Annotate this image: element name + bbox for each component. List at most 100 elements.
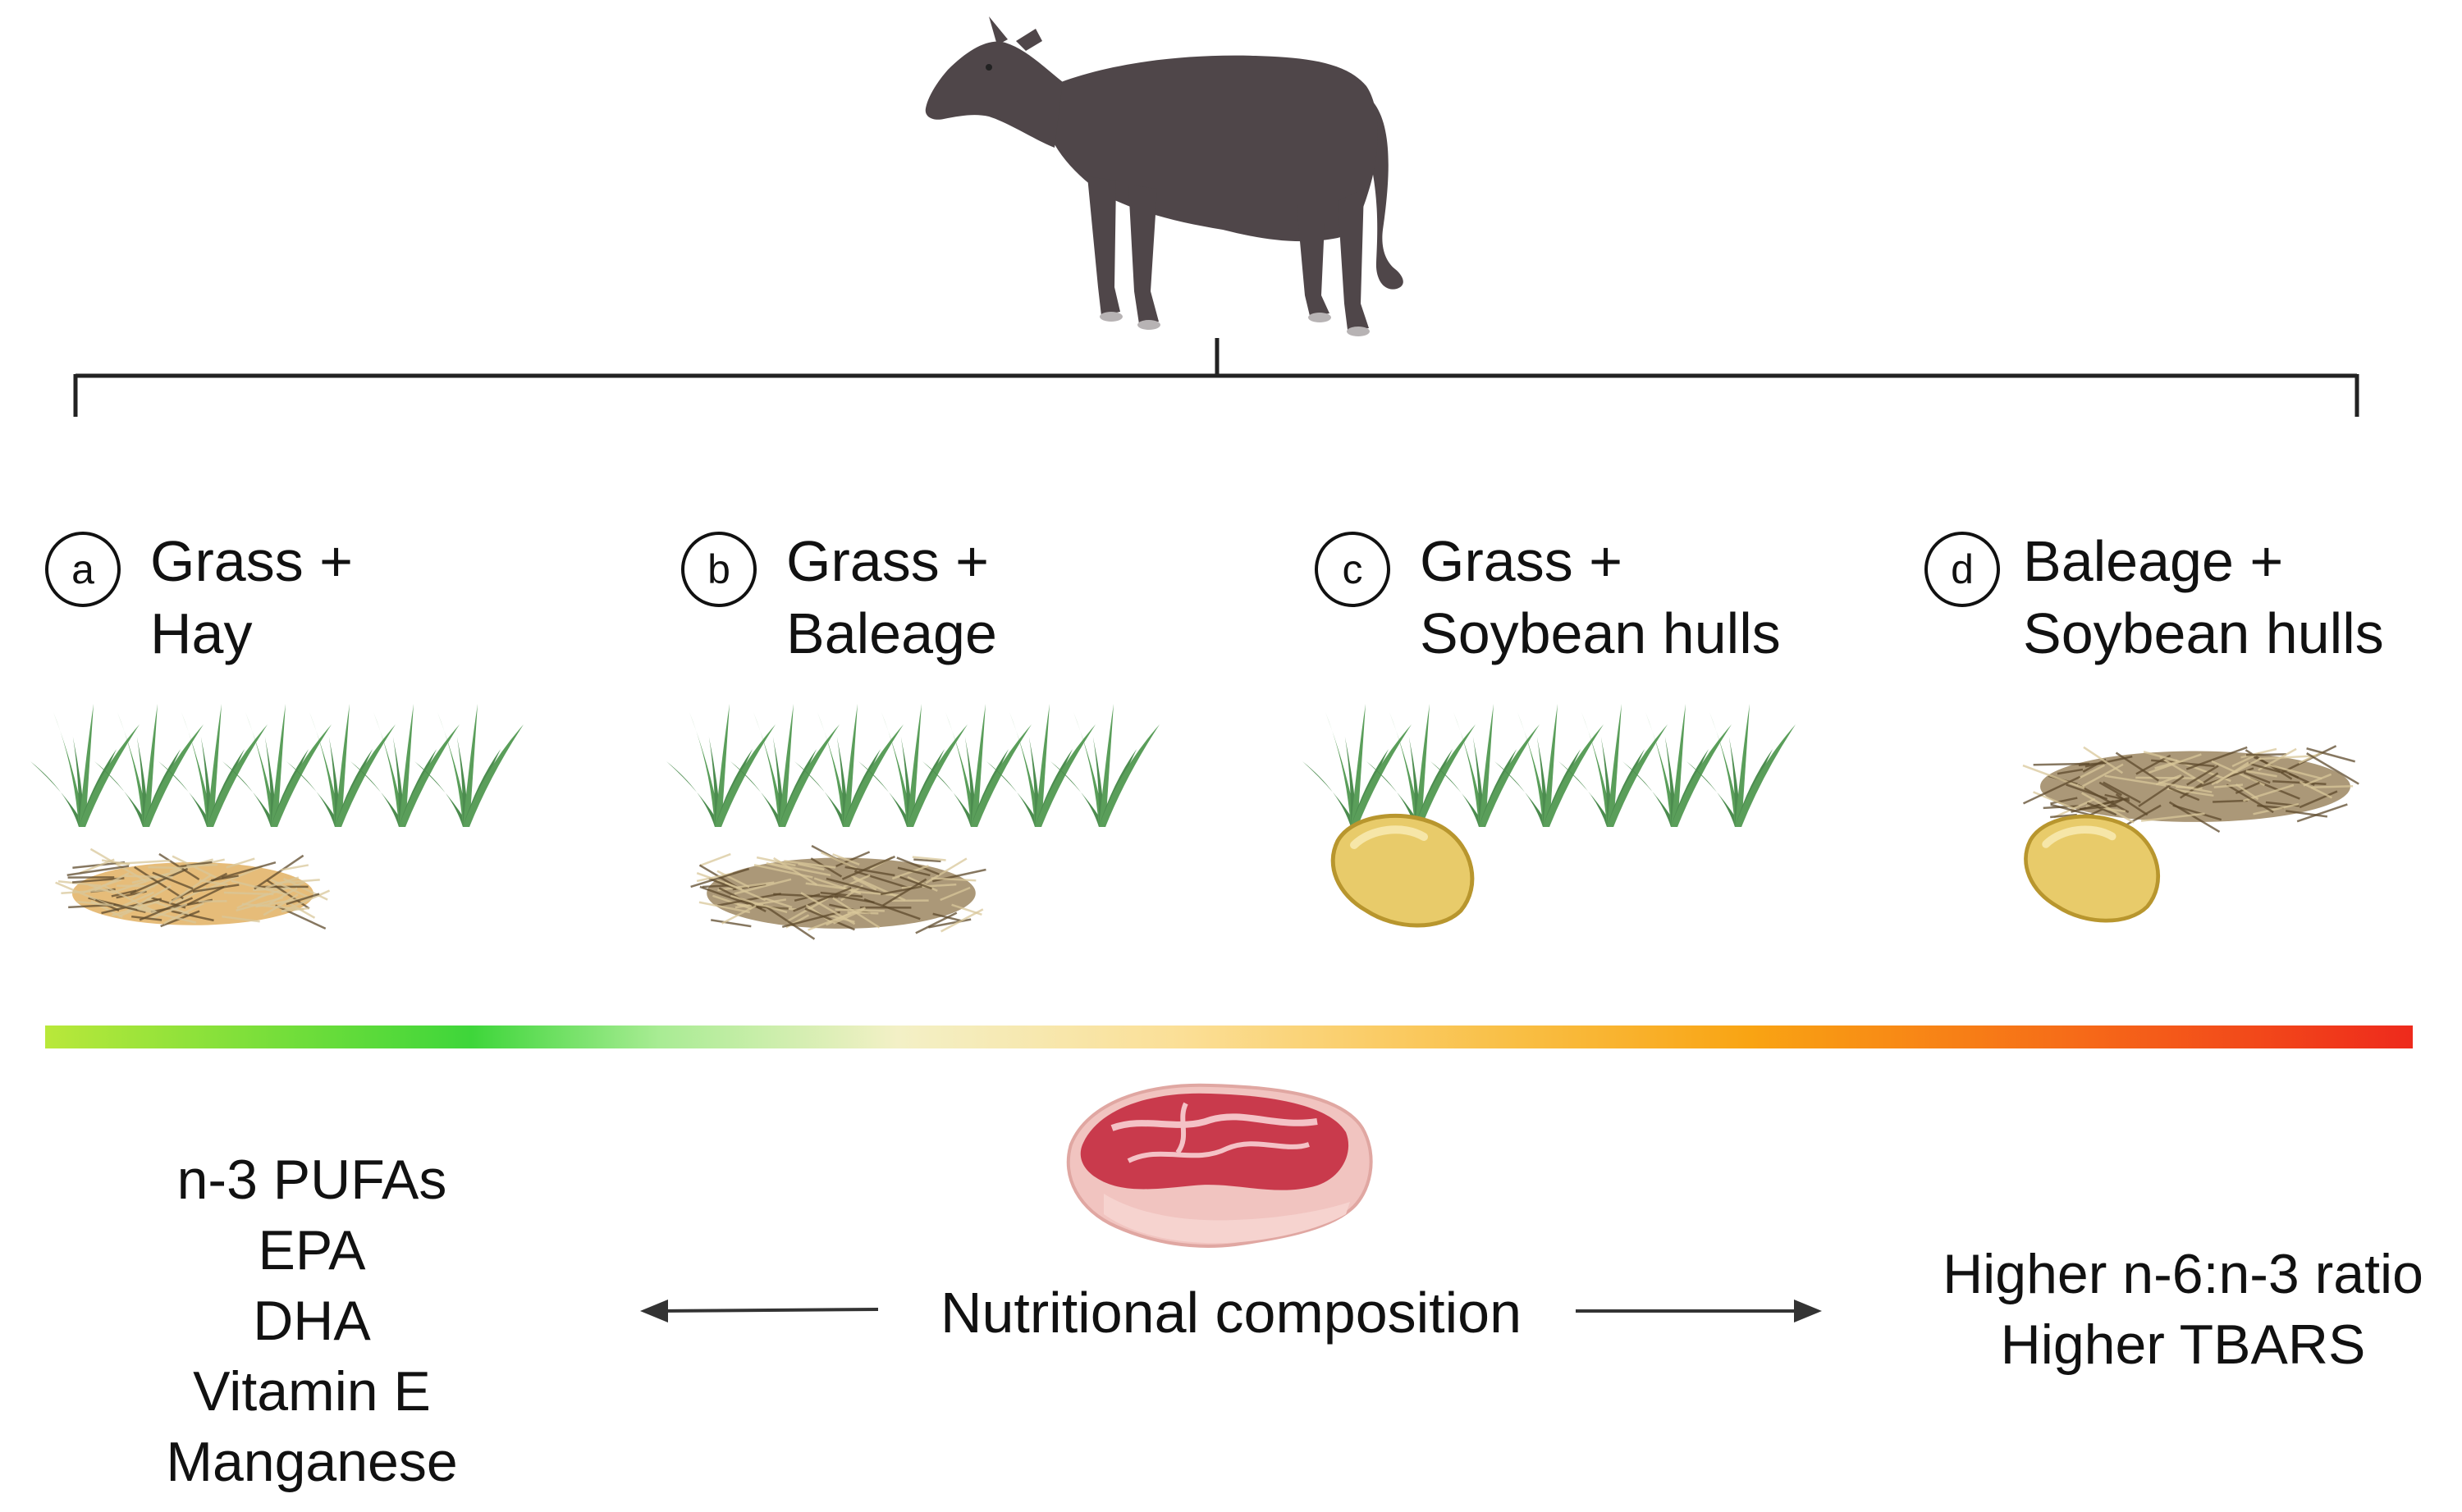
straw-strand xyxy=(800,892,856,925)
straw-strand xyxy=(770,862,831,877)
straw-strand xyxy=(2186,765,2219,786)
grass-blade xyxy=(1351,724,1412,827)
straw-strand xyxy=(223,891,274,896)
straw-strand xyxy=(896,856,940,875)
grass-blade xyxy=(271,704,286,827)
soybean-icon xyxy=(2024,814,2160,923)
grass-blade xyxy=(907,724,968,827)
straw-strand xyxy=(784,860,836,869)
grass-blade xyxy=(463,724,524,827)
diet-letter: d xyxy=(1951,546,1974,592)
straw-strand xyxy=(168,874,212,905)
straw-strand xyxy=(275,904,327,930)
grass-blade xyxy=(715,724,776,827)
straw-strand xyxy=(912,856,946,861)
grass-blade xyxy=(245,712,277,827)
diet-label-line1: Grass + xyxy=(150,529,354,593)
straw-strand xyxy=(139,897,194,921)
straw-strand xyxy=(915,911,958,934)
straw-strand xyxy=(2298,751,2323,765)
baleage-icon xyxy=(690,844,986,940)
grass-blade xyxy=(1389,712,1421,827)
baleage-icon xyxy=(2022,745,2359,833)
grass-blade xyxy=(1415,704,1430,827)
straw-strand xyxy=(2066,783,2108,801)
straw-strand xyxy=(699,852,731,867)
diet-letter-badge: a xyxy=(45,532,121,607)
straw-strand xyxy=(2268,764,2322,780)
straw-strand xyxy=(2248,762,2281,774)
outcome-item: Higher TBARS xyxy=(2000,1313,2366,1376)
straw-strand xyxy=(2104,774,2167,787)
straw-strand xyxy=(94,872,130,892)
straw-strand xyxy=(698,901,751,914)
diet-bracket xyxy=(73,338,2359,417)
straw-strand xyxy=(932,912,962,922)
grass-blade xyxy=(779,704,794,827)
grass-blade xyxy=(373,712,405,827)
grass-blade xyxy=(207,704,222,827)
straw-strand xyxy=(281,864,309,871)
straw-strand xyxy=(126,884,172,912)
diet-label-line2: Soybean hulls xyxy=(1420,601,1781,665)
straw-strand xyxy=(2135,754,2171,775)
straw-strand xyxy=(130,867,189,895)
straw-strand xyxy=(2213,799,2248,803)
straw-strand xyxy=(753,864,813,879)
grass-blade xyxy=(1099,704,1114,827)
grass-blade xyxy=(1073,712,1105,827)
grass-blade xyxy=(79,724,140,827)
straw-strand xyxy=(810,857,843,878)
diet-label-line1: Baleage + xyxy=(2023,529,2284,593)
diet-label: Baleage + Soybean hulls xyxy=(2023,525,2384,669)
straw-strand xyxy=(2303,773,2332,787)
right-arrow xyxy=(1576,1300,1822,1322)
straw-strand xyxy=(2115,793,2149,816)
straw-strand xyxy=(2299,790,2338,809)
straw-strand xyxy=(2086,802,2117,816)
straw-strand xyxy=(2285,810,2328,818)
straw-strand xyxy=(820,891,863,898)
grass-blade xyxy=(1517,712,1549,827)
straw-strand xyxy=(835,851,871,867)
straw-strand xyxy=(186,863,218,867)
straw-strand xyxy=(832,853,860,866)
diet-letter: a xyxy=(71,546,94,592)
grass-blade xyxy=(181,712,213,827)
straw-strand xyxy=(134,866,184,900)
grass-blade xyxy=(207,724,268,827)
straw-strand xyxy=(762,897,793,909)
straw-strand xyxy=(835,908,885,912)
straw-strand xyxy=(721,905,757,925)
straw-strand xyxy=(690,867,750,888)
straw-strand xyxy=(834,894,875,904)
diet-label-line2: Soybean hulls xyxy=(2023,601,2384,665)
straw-strand xyxy=(773,856,818,886)
straw-strand xyxy=(2185,746,2248,770)
straw-strand xyxy=(716,870,750,888)
straw-strand xyxy=(2081,792,2135,824)
grass-blade xyxy=(335,724,396,827)
diet-label-line2: Baleage xyxy=(786,601,997,665)
grass-blade xyxy=(1645,712,1677,827)
outcome-item: DHA xyxy=(253,1290,371,1352)
straw-strand xyxy=(2103,781,2141,804)
straw-strand xyxy=(192,884,240,893)
grass-blade xyxy=(335,704,350,827)
grass-blade xyxy=(1671,724,1732,827)
straw-strand xyxy=(832,908,865,925)
grass-blade xyxy=(1671,704,1686,827)
grass-blade xyxy=(463,704,478,827)
grass-blade xyxy=(779,724,840,827)
outcome-item: Manganese xyxy=(166,1431,458,1493)
soybean-icon xyxy=(1330,813,1475,928)
straw-strand xyxy=(882,878,927,907)
straw-strand xyxy=(158,852,200,881)
grass-blade xyxy=(881,712,913,827)
straw-strand xyxy=(2310,784,2354,789)
grass-blade xyxy=(143,704,158,827)
straw-strand xyxy=(111,900,160,917)
grass-blade xyxy=(1543,724,1604,827)
straw-strand xyxy=(702,884,729,888)
straw-strand xyxy=(2143,751,2178,762)
